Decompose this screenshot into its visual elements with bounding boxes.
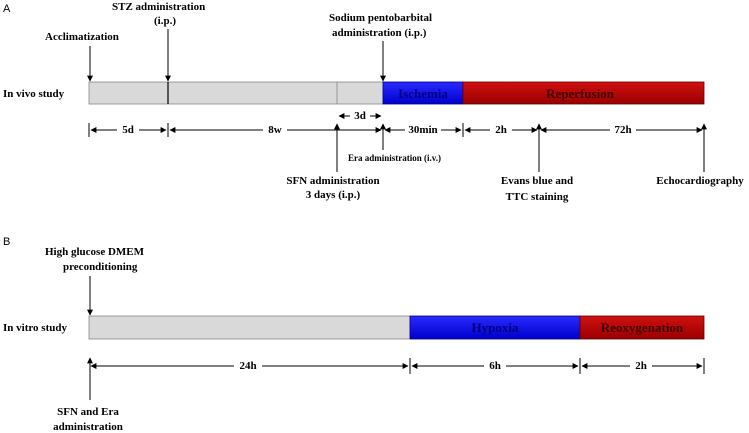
evans-label-line2: TTC staining bbox=[506, 191, 569, 203]
hypoxia-label: Hypoxia bbox=[472, 320, 519, 335]
sfn-label-a-line2: 3 days (i.p.) bbox=[306, 189, 361, 201]
duration-24h: 24h bbox=[239, 360, 256, 372]
baseline-segment-b bbox=[88, 315, 411, 340]
in-vivo-row-label: In vivo study bbox=[3, 88, 65, 100]
reperfusion-segment bbox=[462, 81, 705, 105]
baseline-segment-a bbox=[88, 81, 384, 105]
high-glucose-label-line2: preconditioning bbox=[63, 261, 138, 273]
evans-label-line1: Evans blue and bbox=[501, 175, 573, 187]
duration-2h-b: 2h bbox=[635, 360, 647, 372]
duration-5d: 5d bbox=[122, 124, 134, 136]
era-label: Era administration (i.v.) bbox=[348, 153, 441, 163]
high-glucose-label-line1: High glucose DMEM bbox=[45, 246, 145, 258]
reoxygenation-segment bbox=[579, 315, 705, 340]
echo-label: Echocardiography bbox=[656, 175, 744, 187]
panel-a-letter: A bbox=[3, 3, 11, 15]
stz-label-line1: STZ administration bbox=[112, 1, 205, 13]
sodium-label-line2: administration (i.p.) bbox=[332, 27, 427, 39]
duration-72h: 72h bbox=[614, 124, 631, 136]
stz-label-line2: (i.p.) bbox=[154, 15, 176, 27]
sodium-label-line1: Sodium pentobarbital bbox=[329, 12, 432, 24]
reperfusion-label: Reperfusion bbox=[546, 86, 615, 101]
acclimatization-label: Acclimatization bbox=[45, 31, 119, 43]
duration-8w: 8w bbox=[268, 124, 282, 136]
duration-30min: 30min bbox=[408, 124, 437, 136]
reoxygenation-label: Reoxygenation bbox=[601, 320, 684, 335]
duration-3d: 3d bbox=[354, 110, 366, 122]
sfn-label-a-line1: SFN administration bbox=[286, 175, 379, 187]
duration-2h-a: 2h bbox=[495, 124, 507, 136]
sfn-era-label-line1: SFN and Era bbox=[57, 406, 119, 418]
duration-6h: 6h bbox=[489, 360, 501, 372]
panel-b-letter: B bbox=[3, 236, 10, 248]
sfn-era-label-line2: administration bbox=[53, 421, 123, 433]
ischemia-label: Ischemia bbox=[398, 86, 448, 101]
in-vitro-row-label: In vitro study bbox=[3, 322, 67, 334]
